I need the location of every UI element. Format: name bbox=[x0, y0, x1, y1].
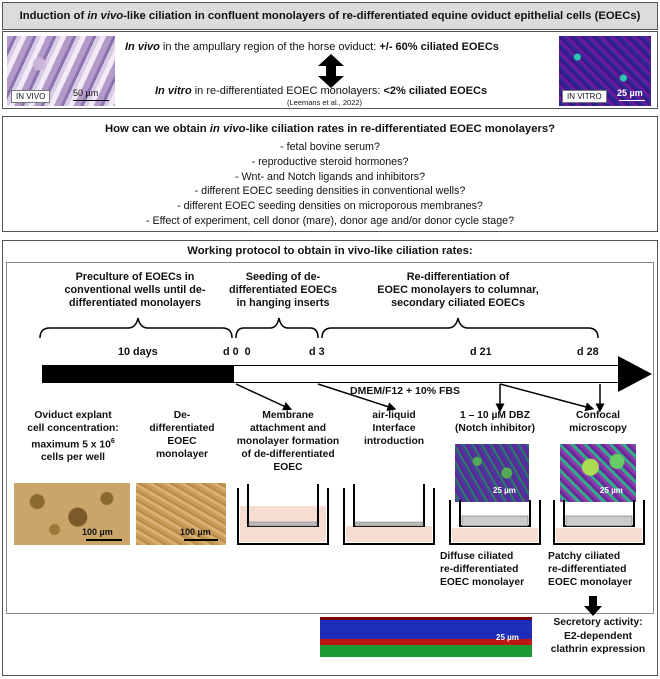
question-box: How can we obtain in vivo-like ciliation… bbox=[2, 116, 658, 232]
insert-well-2 bbox=[343, 484, 435, 545]
list-item: - different EOEC seeding densities in co… bbox=[194, 185, 466, 198]
citation: (Leemans et al., 2022) bbox=[287, 98, 363, 107]
step-dbz: 1 – 10 µM DBZ(Notch inhibitor) bbox=[454, 410, 536, 434]
in-vitro-label: IN VITRO bbox=[562, 90, 607, 103]
in-vivo-scale-bar bbox=[73, 100, 109, 101]
list-item: - Effect of experiment, cell donor (mare… bbox=[145, 214, 515, 227]
d3-label: d 3 bbox=[309, 346, 325, 358]
vivo-line: In vivo in the ampullary region of the h… bbox=[125, 41, 499, 53]
explant-scale: 100 µm bbox=[82, 527, 113, 537]
in-vivo-scale: 50 µm bbox=[73, 88, 99, 98]
d28-label: d 28 bbox=[577, 346, 599, 358]
insert-well-4 bbox=[553, 500, 645, 545]
question-list: - fetal bovine serum? - reproductive ste… bbox=[3, 140, 657, 229]
d21-label: d 21 bbox=[470, 346, 492, 358]
days-label: 10 days bbox=[118, 346, 158, 358]
connector-arrows bbox=[235, 383, 605, 412]
monolayer-image: 100 µm bbox=[136, 483, 226, 545]
in-vitro-scale-bar bbox=[619, 100, 645, 101]
d0-label: d 0 0 bbox=[223, 346, 251, 358]
medium-label: DMEM/F12 + 10% FBS bbox=[350, 385, 460, 397]
timeline-arrowhead-icon bbox=[618, 356, 652, 392]
insert-well-1 bbox=[237, 484, 329, 545]
diffuse-ciliation-image: 25 µm bbox=[455, 444, 529, 502]
question-heading: How can we obtain in vivo-like ciliation… bbox=[104, 123, 556, 135]
protocol-heading: Working protocol to obtain in vivo-like … bbox=[187, 245, 473, 257]
title-box: Induction of in vivo-like ciliation in c… bbox=[2, 2, 658, 30]
in-vivo-image: IN VIVO 50 µm bbox=[7, 36, 115, 106]
protocol-inner-frame bbox=[6, 262, 654, 614]
vitro-line: In vitro in re-differentiated EOEC monol… bbox=[155, 85, 488, 97]
in-vivo-label: IN VIVO bbox=[11, 90, 51, 103]
explant-image: 100 µm bbox=[14, 483, 130, 545]
timeline-braces bbox=[39, 317, 599, 339]
insert-well-3 bbox=[449, 500, 541, 545]
page-title: Induction of in vivo-like ciliation in c… bbox=[19, 10, 641, 22]
monolayer-scale-bar bbox=[184, 539, 218, 541]
timeline-culture-bar bbox=[233, 365, 621, 383]
cross-section-image: 25 µm bbox=[320, 617, 532, 657]
protocol-box bbox=[2, 240, 658, 676]
patchy-scale: 25 µm bbox=[600, 486, 623, 495]
comparison-box: IN VIVO 50 µm In vivo in the ampullary r… bbox=[2, 31, 658, 109]
list-item: - reproductive steroid hormones? bbox=[251, 155, 409, 168]
diffuse-scale: 25 µm bbox=[493, 486, 516, 495]
list-item: - different EOEC seeding densities on mi… bbox=[177, 200, 483, 213]
in-vitro-scale: 25 µm bbox=[617, 88, 643, 98]
down-arrow-icon bbox=[584, 596, 602, 616]
timeline-preculture-bar bbox=[42, 365, 233, 383]
list-item: - fetal bovine serum? bbox=[280, 141, 380, 153]
explant-scale-bar bbox=[86, 539, 122, 541]
patchy-ciliation-image: 25 µm bbox=[560, 444, 636, 502]
monolayer-scale: 100 µm bbox=[180, 527, 211, 537]
in-vitro-image: IN VITRO 25 µm bbox=[559, 36, 651, 106]
double-arrow-icon bbox=[318, 54, 344, 88]
list-item: - Wnt- and Notch ligands and inhibitors? bbox=[234, 170, 426, 183]
cross-section-scale: 25 µm bbox=[496, 633, 519, 642]
